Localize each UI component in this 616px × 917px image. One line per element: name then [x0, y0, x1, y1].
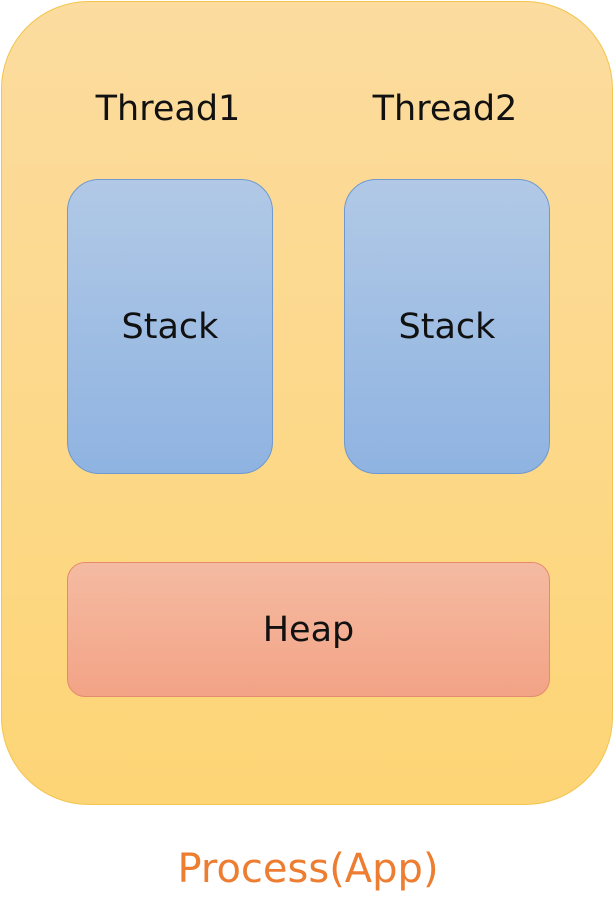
process-caption: Process(App): [177, 846, 439, 892]
heap-label: Heap: [262, 609, 355, 650]
thread2-label: Thread2: [372, 89, 518, 129]
thread1-stack-box: Stack: [67, 179, 273, 474]
thread1-stack-label: Stack: [121, 306, 219, 347]
heap-box: Heap: [67, 562, 550, 697]
thread2-stack-box: Stack: [344, 179, 550, 474]
thread2-stack-label: Stack: [398, 306, 496, 347]
thread1-label: Thread1: [95, 89, 241, 129]
